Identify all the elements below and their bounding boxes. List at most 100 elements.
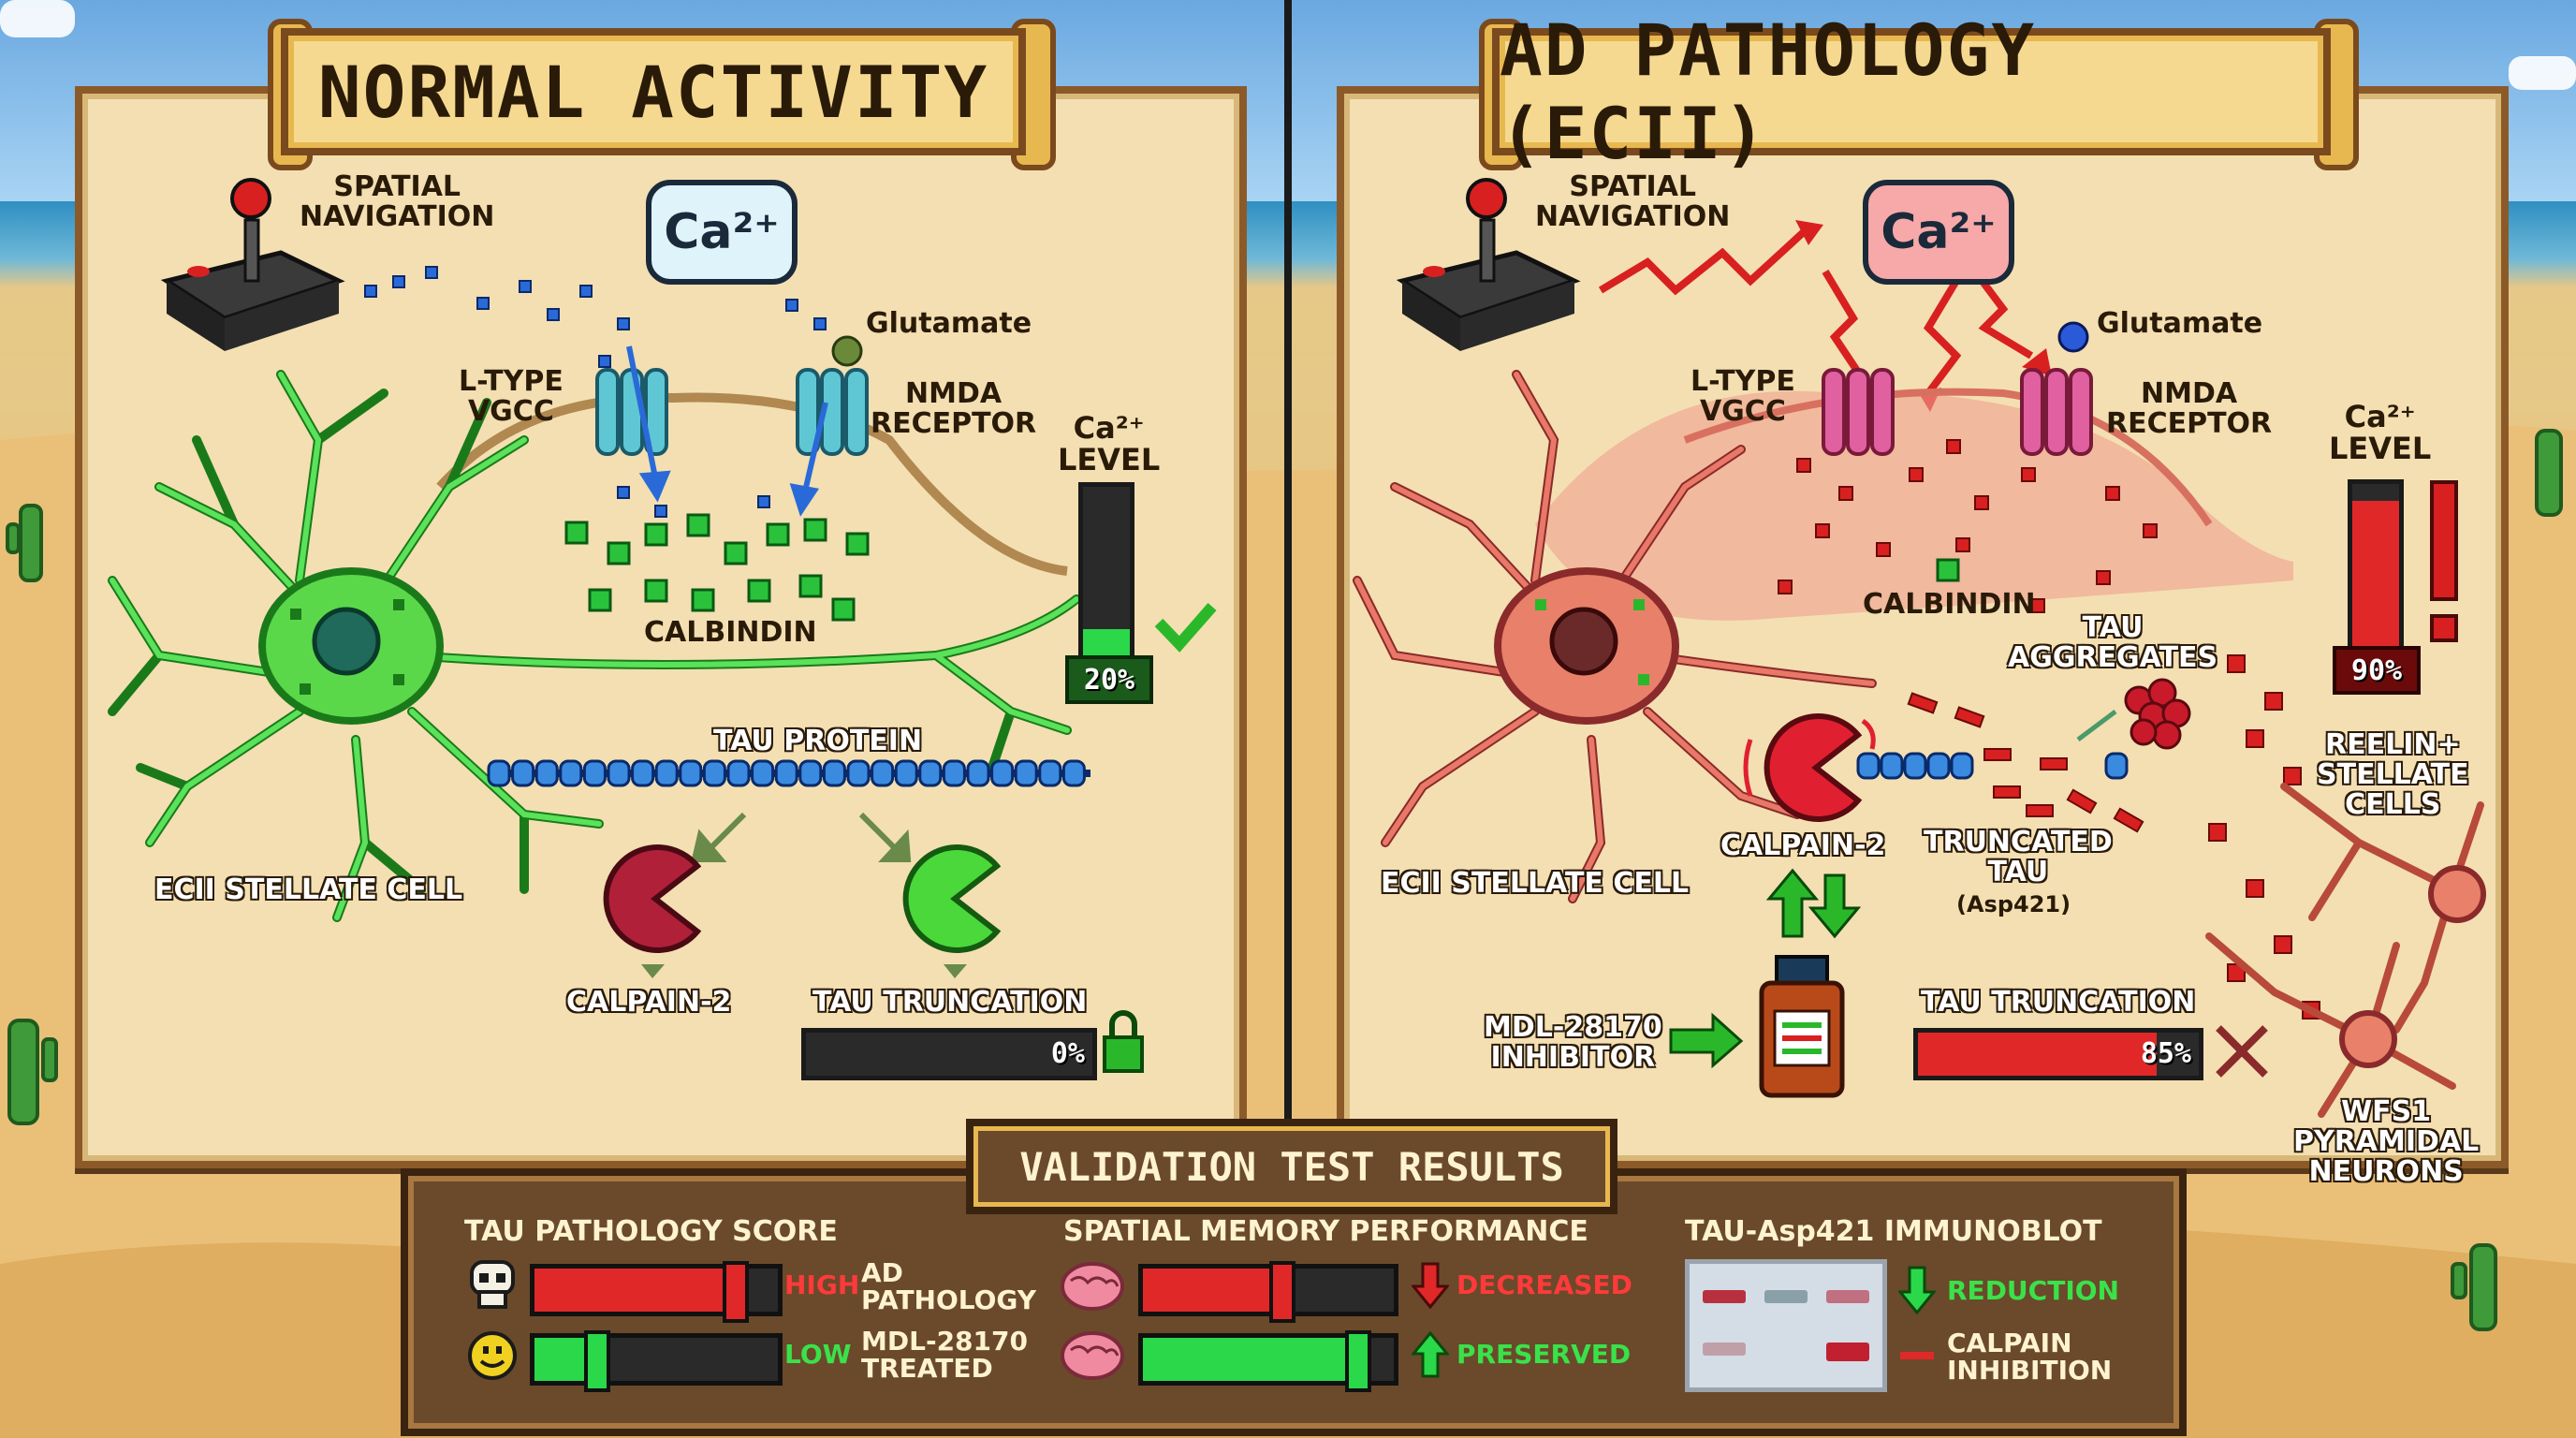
inhibitor-label: MDL-28170 INHIBITOR [1484, 1011, 1662, 1074]
arrow-down-icon [1412, 1262, 1449, 1309]
slider-fill [1143, 1269, 1281, 1312]
tau-bead [1061, 759, 1086, 787]
cell-label-ad: ECII STELLATE CELL [1381, 867, 1690, 900]
tau-truncation-pacman [902, 844, 1002, 953]
immunoblot-image [1685, 1259, 1887, 1392]
tau-bead [487, 759, 511, 787]
truncation-bar-normal: 0% [801, 1028, 1097, 1080]
calpain-inhibition-dash [1900, 1352, 1934, 1359]
ca-level-fill [2352, 501, 2399, 653]
immunoblot-calpain-inhibition: CALPAIN INHIBITION [1947, 1328, 2113, 1386]
truncation-bar-ad: 85% [1913, 1028, 2203, 1080]
tau-aggregate-cluster [2124, 678, 2191, 750]
nmda-channel [2020, 368, 2093, 456]
slider-knob [1344, 1330, 1371, 1392]
brain-icon [1061, 1331, 1124, 1380]
tau-score-label-treated: MDL-28170 TREATED [861, 1326, 1028, 1384]
immunoblot-heading: TAU-Asp421 IMMUNOBLOT [1685, 1215, 2102, 1248]
ca-level-label: Ca²⁺ LEVEL [1058, 410, 1161, 477]
immunoblot-reduction: REDUCTION [1947, 1275, 2119, 1306]
ca-level-pct: 20% [1083, 663, 1135, 697]
ca-level-readout-ad: 90% [2333, 646, 2421, 695]
tau-bead [918, 759, 943, 787]
tau-bead [511, 759, 535, 787]
memory-heading: SPATIAL MEMORY PERFORMANCE [1063, 1215, 1588, 1248]
tau-bead [559, 759, 583, 787]
tau-bead [582, 759, 607, 787]
vgcc-channel [1822, 368, 1895, 456]
cell-label-normal: ECII STELLATE CELL [154, 873, 463, 906]
truncation-label-normal: TAU TRUNCATION [812, 986, 1088, 1019]
tau-bead [679, 759, 703, 787]
truncation-label-ad: TAU TRUNCATION [1921, 986, 2196, 1019]
tau-bead [1038, 759, 1062, 787]
tau-score-label-ad: AD PATHOLOGY [861, 1257, 1037, 1315]
wfs1-label: WFS1 PYRAMIDAL NEURONS [2293, 1095, 2480, 1188]
calpain-pacman [603, 844, 702, 953]
calpain-label-ad: CALPAIN-2 [1720, 829, 1886, 862]
glutamate-label: Glutamate [866, 307, 1032, 340]
vgcc-label: L-TYPE VGCC [1690, 365, 1795, 428]
reelin-label: REELIN+ STELLATE CELLS [2317, 728, 2469, 821]
tau-protein-label: TAU PROTEIN [713, 725, 923, 757]
slider-fill [534, 1269, 735, 1312]
tau-bead [990, 759, 1015, 787]
memory-status-preserved: PRESERVED [1456, 1339, 1632, 1370]
pill-bottle-icon [1759, 955, 1845, 1098]
memory-slider-treated [1138, 1330, 1398, 1392]
nmda-label: NMDA RECEPTOR [871, 377, 1037, 440]
tau-bead [702, 759, 726, 787]
tau-score-heading: TAU PATHOLOGY SCORE [464, 1215, 838, 1248]
panel-title-ad: AD PATHOLOGY (ECII) [1492, 8, 2331, 175]
slider-fill [1143, 1338, 1356, 1381]
cross-icon [2216, 1025, 2268, 1078]
calbindin-label: CALBINDIN [644, 616, 817, 649]
blot-band [1703, 1343, 1746, 1356]
spatial-navigation-label: SPATIAL NAVIGATION [1535, 170, 1731, 233]
slider-knob [1269, 1261, 1296, 1323]
calpain-pacman [1764, 713, 1863, 822]
truncation-pct: 85% [2140, 1037, 2191, 1070]
memory-slider-ad [1138, 1261, 1398, 1323]
tau-bead [631, 759, 655, 787]
ca-level-label: Ca²⁺ LEVEL [2329, 399, 2432, 466]
spatial-navigation-label: SPATIAL NAVIGATION [300, 170, 495, 233]
arrow-up-icon [1412, 1331, 1449, 1378]
tau-score-slider-ad [530, 1261, 783, 1323]
calpain-label-normal: CALPAIN-2 [566, 986, 732, 1019]
calcium-bubble: Ca²⁺ [1863, 180, 2014, 285]
tau-bead [751, 759, 775, 787]
joystick-icon [160, 178, 345, 351]
tau-bead [822, 759, 846, 787]
slider-knob [584, 1330, 610, 1392]
ca-level-bar-ad [2348, 479, 2404, 657]
calcium-bubble: Ca²⁺ [646, 180, 798, 285]
vgcc-label: L-TYPE VGCC [459, 365, 564, 428]
smiley-icon [468, 1331, 517, 1380]
blot-band [1826, 1290, 1869, 1303]
tau-bead [774, 759, 798, 787]
exclamation-icon [2430, 480, 2458, 642]
tau-bead [654, 759, 679, 787]
ca-level-bar-normal [1078, 482, 1134, 669]
calbindin-label: CALBINDIN [1863, 588, 2036, 621]
panel-divider [1284, 0, 1292, 1123]
tau-bead [798, 759, 823, 787]
ca-level-readout-normal: 20% [1065, 655, 1153, 704]
tau-score-status-high: HIGH [784, 1269, 860, 1300]
arrow-down-icon [1898, 1266, 1936, 1314]
tau-bead [871, 759, 895, 787]
truncation-fill [1918, 1033, 2157, 1076]
truncated-tau-label: TRUNCATED TAU [1924, 826, 2113, 888]
blot-band [1826, 1343, 1869, 1361]
memory-status-decreased: DECREASED [1456, 1269, 1632, 1300]
nmda-channel [796, 368, 869, 456]
tau-bead [726, 759, 751, 787]
brain-icon [1061, 1262, 1124, 1311]
tau-score-status-low: LOW [784, 1339, 852, 1370]
skull-icon [470, 1260, 515, 1309]
tau-bead [1014, 759, 1038, 787]
